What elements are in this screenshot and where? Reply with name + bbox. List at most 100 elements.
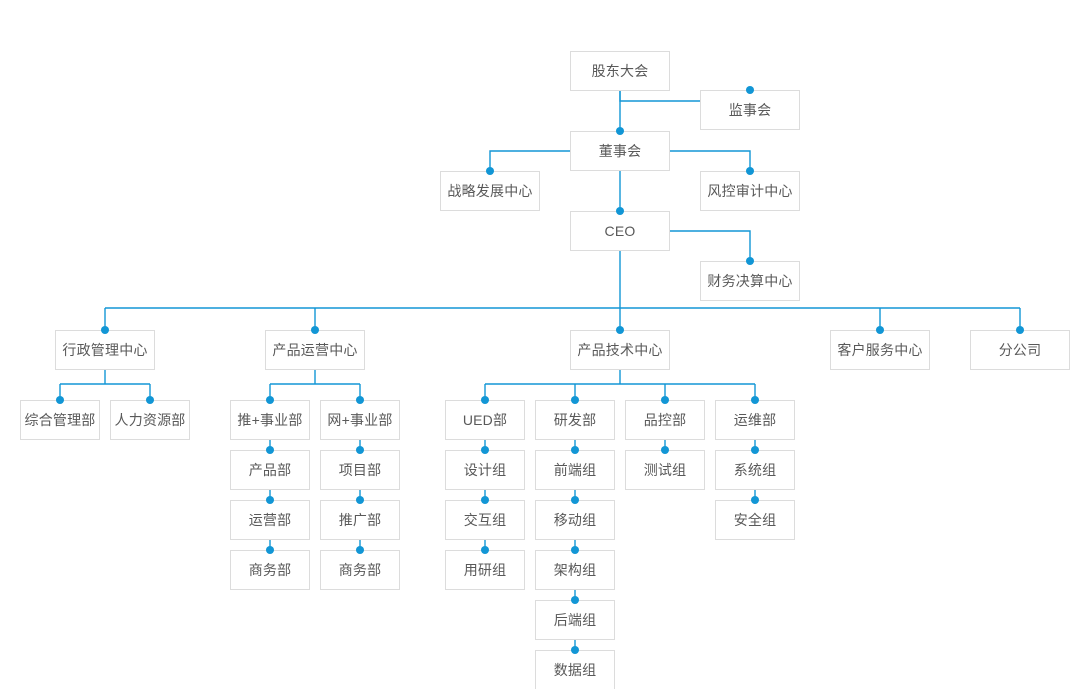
org-node[interactable]: 架构组: [535, 550, 615, 590]
dot-hr: [146, 396, 154, 404]
dot-ued: [481, 396, 489, 404]
dot-board: [616, 127, 624, 135]
org-node[interactable]: 推+事业部: [230, 400, 310, 440]
org-node-label: 品控部: [643, 412, 687, 428]
org-node-label: 运维部: [733, 412, 777, 428]
org-node[interactable]: 产品技术中心: [570, 330, 670, 370]
org-node-label: 监事会: [728, 102, 772, 118]
org-node[interactable]: 测试组: [625, 450, 705, 490]
org-node-label: 综合管理部: [24, 412, 96, 428]
org-node-label: CEO: [604, 223, 636, 239]
org-node[interactable]: 运营部: [230, 500, 310, 540]
org-node[interactable]: 用研组: [445, 550, 525, 590]
org-node-label: 项目部: [338, 462, 382, 478]
org-node-label: 安全组: [733, 512, 777, 528]
org-node-label: 产品技术中心: [577, 342, 663, 358]
org-node-label: 推广部: [338, 512, 382, 528]
org-node[interactable]: 财务决算中心: [700, 261, 800, 301]
org-node[interactable]: CEO: [570, 211, 670, 251]
org-node-label: 产品运营中心: [272, 342, 358, 358]
board-to-risk: [670, 150, 751, 171]
org-node[interactable]: UED部: [445, 400, 525, 440]
org-node-label: 商务部: [248, 562, 292, 578]
org-node[interactable]: 股东大会: [570, 51, 670, 91]
org-node[interactable]: 监事会: [700, 90, 800, 130]
dot-promo-dept: [356, 496, 364, 504]
org-node[interactable]: 交互组: [445, 500, 525, 540]
org-node-label: 研发部: [553, 412, 597, 428]
dot-security: [751, 496, 759, 504]
dot-data: [571, 646, 579, 654]
org-node-label: 数据组: [553, 662, 597, 678]
dot-general-mgmt: [56, 396, 64, 404]
dot-supervisors: [746, 86, 754, 94]
dot-product-tech: [616, 326, 624, 334]
org-node[interactable]: 项目部: [320, 450, 400, 490]
org-node[interactable]: 行政管理中心: [55, 330, 155, 370]
dot-frontend: [571, 446, 579, 454]
org-node[interactable]: 产品部: [230, 450, 310, 490]
dot-design: [481, 446, 489, 454]
org-node-label: 架构组: [553, 562, 597, 578]
org-node[interactable]: 人力资源部: [110, 400, 190, 440]
ceo-to-finance: [670, 230, 751, 261]
dot-ceo: [616, 207, 624, 215]
dot-risk: [746, 167, 754, 175]
dot-project-dept: [356, 446, 364, 454]
org-node-label: 测试组: [643, 462, 687, 478]
org-node[interactable]: 网+事业部: [320, 400, 400, 440]
org-node-label: UED部: [462, 412, 508, 428]
org-node-label: 风控审计中心: [707, 183, 793, 199]
org-node-label: 运营部: [248, 512, 292, 528]
org-node[interactable]: 前端组: [535, 450, 615, 490]
org-node-label: 交互组: [463, 512, 507, 528]
org-node[interactable]: 品控部: [625, 400, 705, 440]
org-node-label: 战略发展中心: [447, 183, 533, 199]
org-node[interactable]: 风控审计中心: [700, 171, 800, 211]
dot-biz-dept-1: [266, 546, 274, 554]
org-node[interactable]: 董事会: [570, 131, 670, 171]
org-node-label: 移动组: [553, 512, 597, 528]
dot-product-ops: [311, 326, 319, 334]
org-node[interactable]: 系统组: [715, 450, 795, 490]
org-node[interactable]: 研发部: [535, 400, 615, 440]
org-node-label: 用研组: [463, 562, 507, 578]
org-node[interactable]: 商务部: [230, 550, 310, 590]
board-to-strategy: [489, 150, 570, 171]
org-node-label: 系统组: [733, 462, 777, 478]
org-node[interactable]: 分公司: [970, 330, 1070, 370]
org-node-label: 人力资源部: [114, 412, 186, 428]
org-node[interactable]: 产品运营中心: [265, 330, 365, 370]
org-node[interactable]: 客户服务中心: [830, 330, 930, 370]
dot-product-dept: [266, 446, 274, 454]
dot-biz-dept-2: [356, 546, 364, 554]
org-node[interactable]: 设计组: [445, 450, 525, 490]
org-node-label: 分公司: [998, 342, 1042, 358]
dot-branch: [1016, 326, 1024, 334]
dot-interaction: [481, 496, 489, 504]
org-node-label: 推+事业部: [237, 412, 303, 428]
org-node[interactable]: 推广部: [320, 500, 400, 540]
dot-wang-bu: [356, 396, 364, 404]
org-node[interactable]: 数据组: [535, 650, 615, 689]
dot-customer: [876, 326, 884, 334]
org-node-label: 客户服务中心: [837, 342, 923, 358]
org-node[interactable]: 综合管理部: [20, 400, 100, 440]
dot-system: [751, 446, 759, 454]
dot-research: [481, 546, 489, 554]
org-node[interactable]: 后端组: [535, 600, 615, 640]
dot-strategy: [486, 167, 494, 175]
dot-testing: [661, 446, 669, 454]
org-node[interactable]: 运维部: [715, 400, 795, 440]
org-node-label: 董事会: [598, 143, 642, 159]
org-node-label: 行政管理中心: [62, 342, 148, 358]
org-node[interactable]: 安全组: [715, 500, 795, 540]
dot-finance: [746, 257, 754, 265]
dot-tui-bu: [266, 396, 274, 404]
org-node[interactable]: 战略发展中心: [440, 171, 540, 211]
dot-rd: [571, 396, 579, 404]
org-node[interactable]: 商务部: [320, 550, 400, 590]
dot-architecture: [571, 546, 579, 554]
dot-devops: [751, 396, 759, 404]
org-node[interactable]: 移动组: [535, 500, 615, 540]
